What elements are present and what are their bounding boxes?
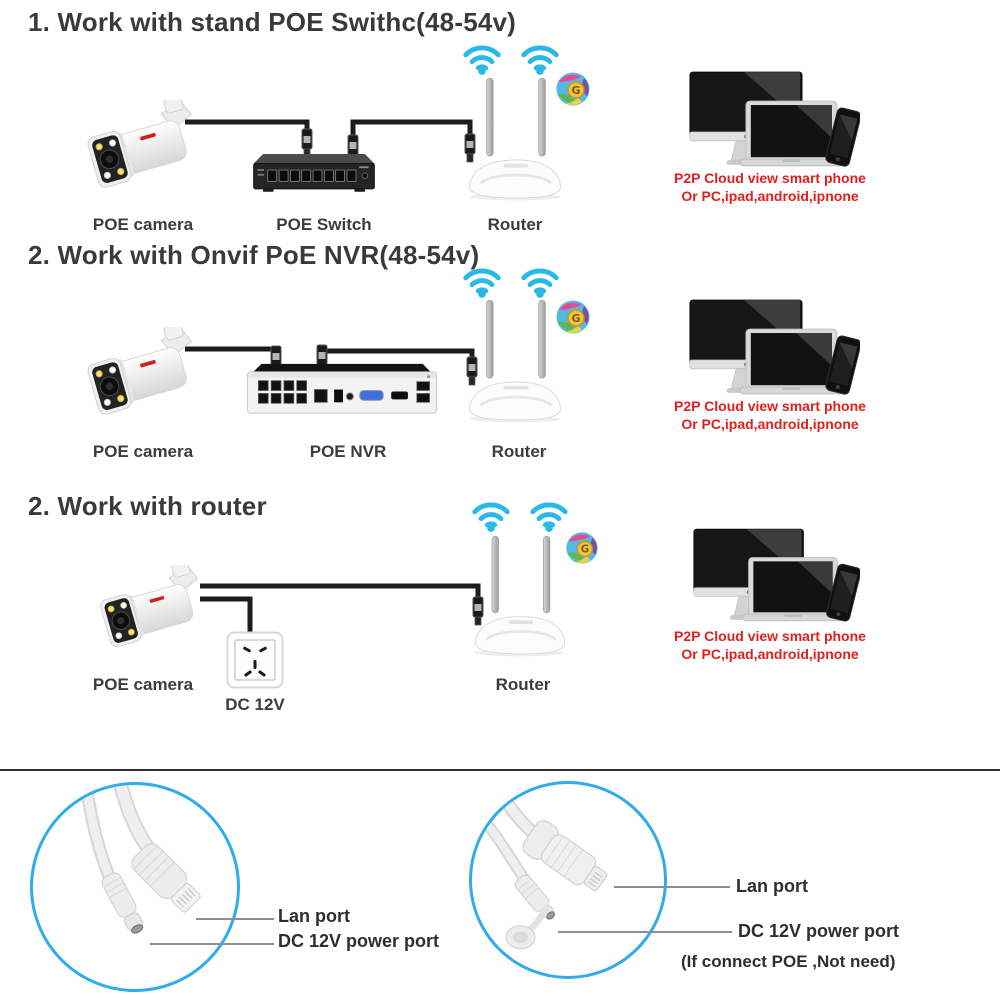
router-icon <box>473 534 567 658</box>
router-label: Router <box>495 675 551 694</box>
lan-port-label: Lan port <box>736 876 808 896</box>
lan-connector-icon <box>472 784 608 950</box>
router-label: Router <box>487 215 543 234</box>
lan-port-label: Lan port <box>278 906 350 926</box>
poe-nvr-icon <box>247 363 437 414</box>
dc-power-port-label: DC 12V power port <box>738 921 900 941</box>
cloud-caption: P2P Cloud view smart phone Or PC,ipad,an… <box>655 398 885 433</box>
leader-line <box>614 886 730 888</box>
cloud-caption: P2P Cloud view smart phone Or PC,ipad,an… <box>655 170 885 205</box>
poe-camera-label: POE camera <box>92 442 194 461</box>
internet-globe-icon <box>565 531 599 565</box>
cloud-caption-line2: Or PC,ipad,android,ipnone <box>681 187 859 204</box>
client-devices-icon <box>693 528 860 623</box>
poe-camera-icon <box>95 565 211 649</box>
poe-camera-label: POE camera <box>92 675 194 694</box>
wifi-icon <box>461 40 503 76</box>
cable-callout-right <box>469 781 667 979</box>
cloud-caption-line2: Or PC,ipad,android,ipnone <box>681 645 859 662</box>
client-devices-icon <box>689 299 860 396</box>
cloud-caption-line1: P2P Cloud view smart phone <box>674 398 866 414</box>
poe-camera-icon <box>82 100 205 190</box>
section3-heading: 2. Work with router <box>28 491 267 521</box>
dc-power-port-label: DC 12V power port <box>278 931 440 951</box>
client-devices-icon <box>689 71 860 168</box>
poe-nvr-label: POE NVR <box>309 442 387 461</box>
poe-switch-icon <box>253 153 375 193</box>
leader-line <box>558 931 732 933</box>
poe-camera-icon <box>82 327 205 417</box>
section2-heading: 2. Work with Onvif PoE NVR(48-54v) <box>28 240 480 270</box>
poe-note-label: (If connect POE ,Not need) <box>681 952 896 971</box>
power-outlet-icon <box>226 631 284 689</box>
dc-12v-label: DC 12V <box>225 695 285 714</box>
cloud-caption-line1: P2P Cloud view smart phone <box>674 170 866 186</box>
router-label: Router <box>491 442 547 461</box>
wifi-icon <box>519 263 561 299</box>
leader-line <box>196 918 274 920</box>
wifi-icon <box>470 497 512 533</box>
poe-camera-label: POE camera <box>92 215 194 234</box>
wifi-icon <box>461 263 503 299</box>
poe-switch-label: POE Switch <box>276 215 372 234</box>
leader-line <box>150 943 274 945</box>
cloud-caption: P2P Cloud view smart phone Or PC,ipad,an… <box>655 628 885 663</box>
section1-heading: 1. Work with stand POE Swithc(48-54v) <box>28 7 517 37</box>
section-divider <box>0 769 1000 771</box>
cloud-caption-line2: Or PC,ipad,android,ipnone <box>681 415 859 432</box>
lan-connector-icon <box>79 785 201 934</box>
internet-globe-icon <box>555 71 591 107</box>
internet-globe-icon <box>555 299 591 335</box>
cable-callout-left <box>30 782 240 992</box>
cloud-caption-line1: P2P Cloud view smart phone <box>674 628 866 644</box>
wifi-icon <box>528 497 570 533</box>
